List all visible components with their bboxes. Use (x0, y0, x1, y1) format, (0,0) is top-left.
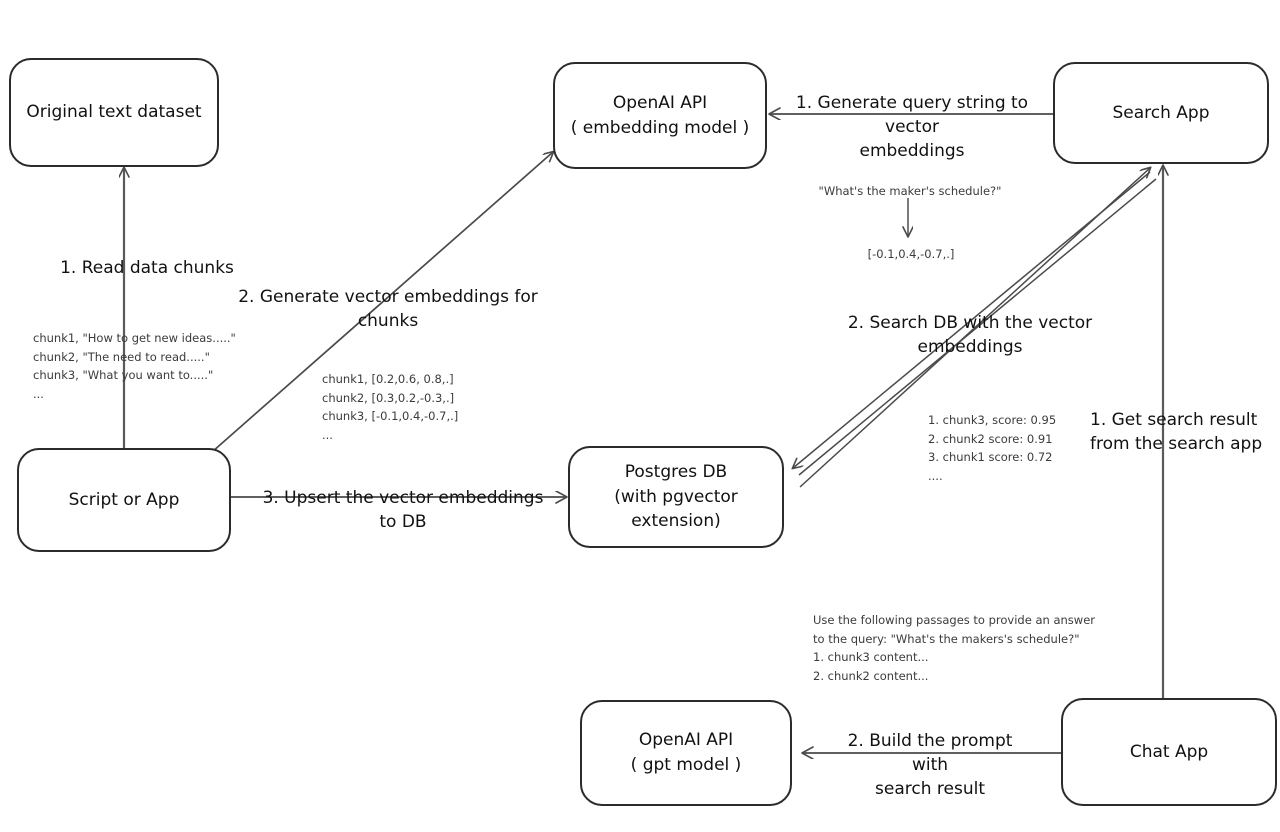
node-label: Original text dataset (26, 102, 202, 123)
note-query-vector: [-0.1,0.4,-0.7,.] (867, 247, 955, 261)
edge-label-generate-embeddings-chunks: 2. Generate vector embeddings for chunks (238, 287, 538, 331)
node-label: OpenAI API (638, 730, 734, 751)
node-label: Script or App (68, 489, 180, 510)
node-label: Postgres DB (624, 462, 728, 483)
node-chat-app[interactable]: Chat App (1061, 698, 1277, 806)
note-prompt-text: Use the following passages to provide an… (813, 613, 1095, 683)
node-sublabel: (with pgvector extension) (614, 486, 738, 532)
node-label: Chat App (1129, 741, 1209, 762)
note-query-text: "What's the maker's schedule?" (818, 184, 1002, 198)
edge-label-build-prompt: 2. Build the prompt with search result (847, 731, 1013, 799)
node-original-text-dataset[interactable]: Original text dataset (9, 58, 219, 167)
node-label: Search App (1112, 102, 1210, 123)
node-script-or-app[interactable]: Script or App (17, 448, 231, 552)
node-label: OpenAI API (612, 92, 708, 113)
note-raw-chunks: chunk1, "How to get new ideas....." chun… (33, 331, 236, 401)
node-search-app[interactable]: Search App (1053, 62, 1269, 164)
edge-label-upsert-to-db: 3. Upsert the vector embeddings to DB (262, 488, 544, 532)
note-chunk-vectors: chunk1, [0.2,0.6, 0.8,.] chunk2, [0.3,0.… (322, 372, 459, 442)
node-openai-gpt-api[interactable]: OpenAI API ( gpt model ) (580, 700, 792, 806)
node-postgres-db[interactable]: Postgres DB (with pgvector extension) (568, 446, 784, 548)
edge-label-search-db: 2. Search DB with the vector embeddings (847, 313, 1093, 357)
note-search-scores: 1. chunk3, score: 0.95 2. chunk2 score: … (928, 413, 1057, 483)
edge-label-generate-query-embeddings: 1. Generate query string to vector embed… (795, 93, 1029, 161)
edge-label-read-data-chunks: 1. Read data chunks (60, 258, 234, 278)
node-sublabel: ( embedding model ) (570, 117, 750, 138)
node-openai-embedding-api[interactable]: OpenAI API ( embedding model ) (553, 62, 767, 169)
node-sublabel: ( gpt model ) (630, 755, 742, 775)
